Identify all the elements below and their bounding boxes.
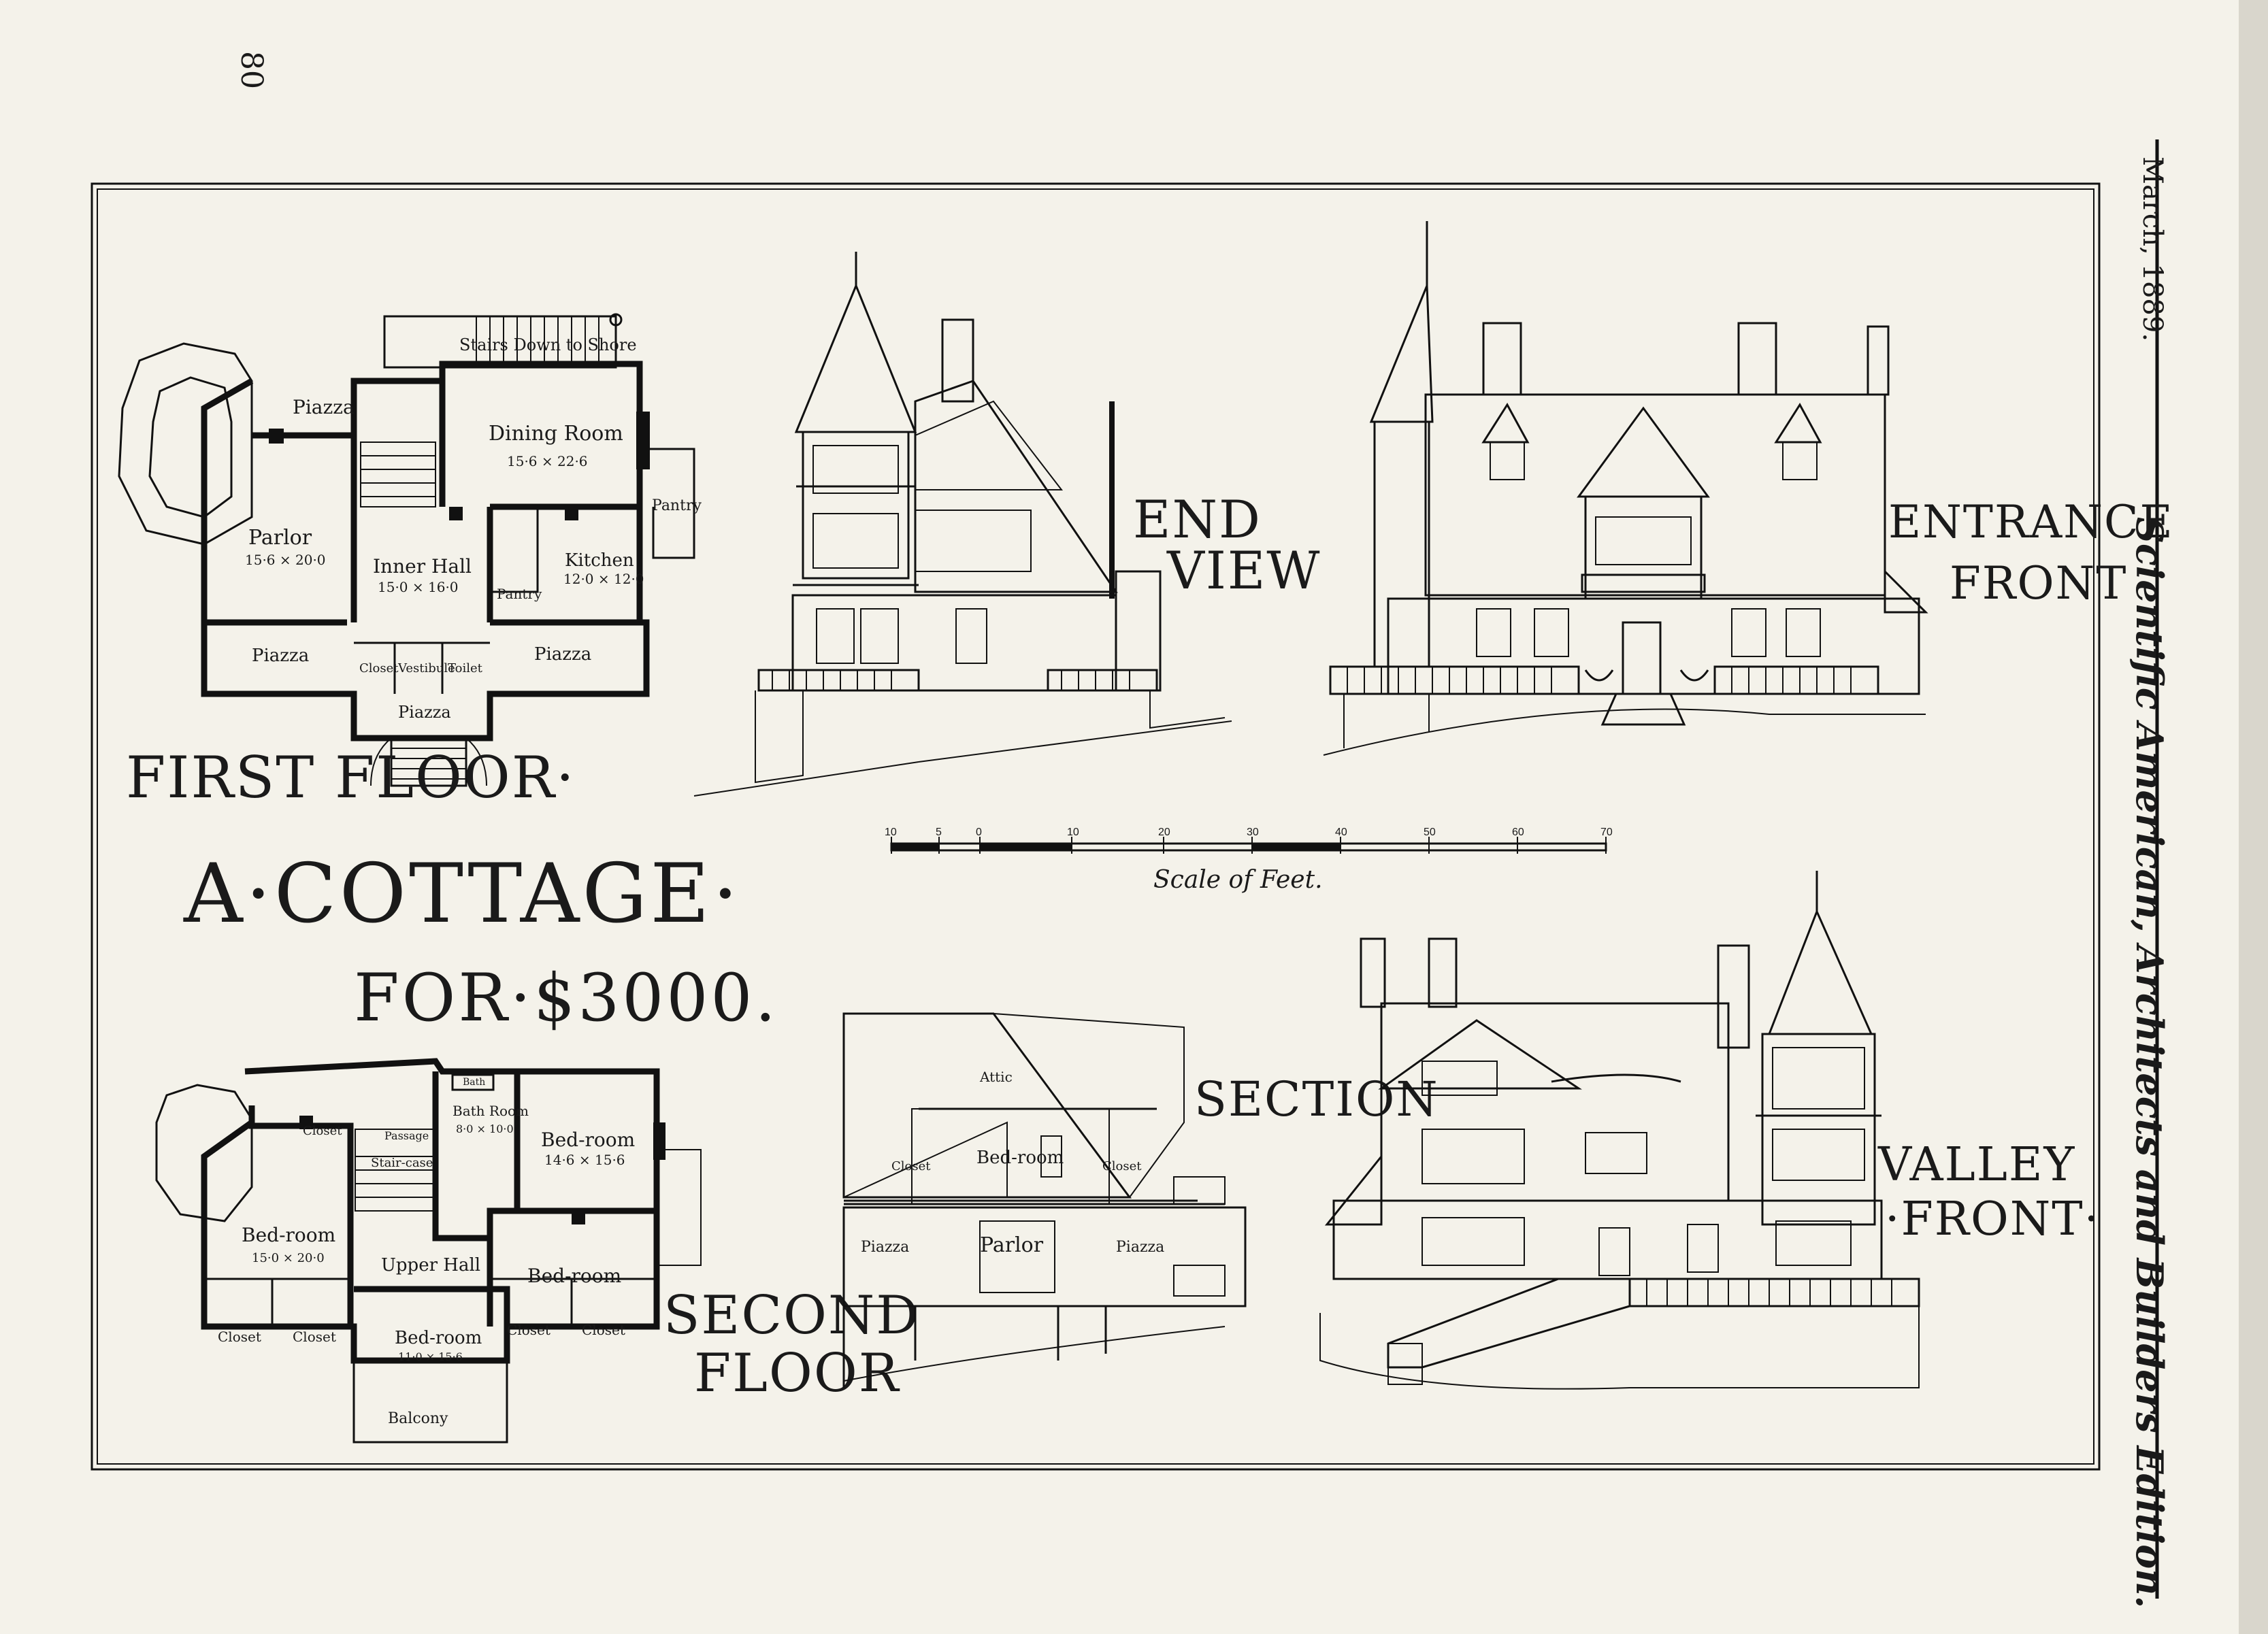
shore-stairs (383, 315, 617, 369)
sf-closet-top: Closet (303, 1124, 342, 1138)
valley-label-2: ·FRONT· (1885, 1193, 2100, 1246)
scale-bar: 10 5 0 10 20 30 40 50 60 70 Scale of Fee… (885, 827, 1613, 894)
sf-bedroom-s: Bed-room (395, 1328, 482, 1348)
page-number: 80 (234, 51, 269, 89)
scale-tick-2: 0 (976, 827, 982, 838)
ff-dining-dim: 15·6 × 22·6 (507, 453, 588, 469)
sf-staircase: Stair-case (371, 1156, 433, 1170)
scale-tick-8: 60 (1512, 827, 1524, 838)
entrance-front-elevation: ENTRANCE FRONT (1323, 221, 2174, 756)
ff-inner-hall-label: Inner Hall (373, 555, 472, 578)
section-label: SECTION (1194, 1071, 1439, 1127)
section-closet-r: Closet (1102, 1159, 1142, 1173)
octagon-piazza (118, 342, 253, 546)
section-attic: Attic (979, 1069, 1013, 1085)
end-view-elevation: END VIEW (693, 252, 1321, 797)
ff-kitchen-dim: 12·0 × 12·0 (563, 571, 644, 587)
ff-toilet-label: Toilet (448, 661, 483, 676)
sf-bedroom-e: Bed-room (527, 1265, 621, 1287)
ff-small-pantry-label: Pantry (497, 586, 542, 602)
sf-passage: Passage (384, 1129, 429, 1142)
ff-closet-label: Closet (359, 661, 399, 676)
second-floor-label-1: SECOND (663, 1285, 920, 1346)
scale-tick-1: 5 (936, 827, 942, 838)
end-view-label-2: VIEW (1166, 540, 1321, 601)
scale-caption: Scale of Feet. (1153, 866, 1323, 894)
ff-pantry-label: Pantry (652, 497, 702, 514)
second-floor-plan: Closet Passage Bath Bath Room 8·0 × 10·0… (155, 1058, 920, 1444)
plate-frame-inner (97, 188, 2094, 1465)
section-drawing: Attic Bed-room Closet Closet Piazza Parl… (842, 1012, 1439, 1388)
balcony-outline (352, 1359, 508, 1444)
scale-tick-4: 20 (1158, 827, 1170, 838)
valley-front-elevation: VALLEY ·FRONT· (1319, 871, 2100, 1390)
section-bedroom: Bed-room (976, 1148, 1064, 1168)
first-floor-plan: Stairs Down to Shore Piazza Dining Room … (118, 313, 702, 811)
end-view-label-1: END (1133, 489, 1262, 550)
ff-piazza-front-label: Piazza (398, 703, 451, 722)
section-closet-l: Closet (891, 1159, 931, 1173)
sf-closet-2: Closet (293, 1329, 336, 1345)
valley-label-1: VALLEY (1877, 1138, 2075, 1192)
second-floor-label-2: FLOOR (694, 1343, 900, 1404)
page-edge (2239, 0, 2268, 1634)
sf-closet-3: Closet (507, 1322, 550, 1338)
sf-bath-room: Bath Room (453, 1103, 529, 1119)
ff-piazza-top-label: Piazza (293, 396, 355, 418)
ff-stairs-label: Stairs Down to Shore (459, 335, 637, 354)
running-head: March, 1889. (2137, 156, 2168, 341)
ff-kitchen-label: Kitchen (565, 550, 634, 571)
scale-tick-5: 30 (1247, 827, 1259, 838)
ff-parlor-label: Parlor (248, 526, 312, 550)
sf-bedroom-ne: Bed-room (541, 1129, 635, 1151)
ff-piazza-left-label: Piazza (252, 646, 309, 666)
sf-bath: Bath (463, 1077, 485, 1088)
scale-tick-9: 70 (1600, 827, 1613, 838)
publication-title: Scientific American, Architects and Buil… (2128, 517, 2171, 1608)
sf-closet-4: Closet (582, 1322, 625, 1338)
sf-closet-1: Closet (218, 1329, 261, 1345)
ff-dining-label: Dining Room (489, 422, 623, 446)
first-floor-label: FIRST FLOOR· (126, 744, 576, 811)
ff-vestibule-label: Vestibule (397, 661, 455, 676)
ff-inner-hall-dim: 15·0 × 16·0 (378, 579, 459, 595)
section-parlor: Parlor (980, 1233, 1044, 1257)
title-line-2: FOR·$3000. (354, 960, 778, 1036)
entrance-label-1: ENTRANCE (1888, 496, 2174, 548)
sf-balcony: Balcony (388, 1410, 448, 1427)
sf-bath-dim: 8·0 × 10·0 (456, 1122, 514, 1135)
ff-piazza-right-label: Piazza (534, 644, 591, 665)
sf-bedroom-w-dim: 15·0 × 20·0 (252, 1251, 325, 1265)
scale-tick-6: 40 (1335, 827, 1347, 838)
section-piazza-l: Piazza (861, 1239, 909, 1256)
entrance-label-2: FRONT (1950, 557, 2127, 610)
sf-upper-hall: Upper Hall (381, 1255, 480, 1275)
scale-tick-7: 50 (1424, 827, 1436, 838)
sf-bedroom-s-dim: 11·0 × 15·6 (398, 1350, 463, 1363)
sf-bedroom-ne-dim: 14·6 × 15·6 (544, 1152, 625, 1168)
scale-tick-3: 10 (1067, 827, 1079, 838)
section-piazza-r: Piazza (1116, 1239, 1164, 1256)
sf-bedroom-w: Bed-room (242, 1224, 335, 1246)
plate-frame-outer (91, 182, 2101, 1471)
ff-parlor-dim: 15·6 × 20·0 (245, 552, 326, 568)
title-line-1: A·COTTAGE· (183, 847, 741, 941)
scale-tick-0: 10 (885, 827, 897, 838)
